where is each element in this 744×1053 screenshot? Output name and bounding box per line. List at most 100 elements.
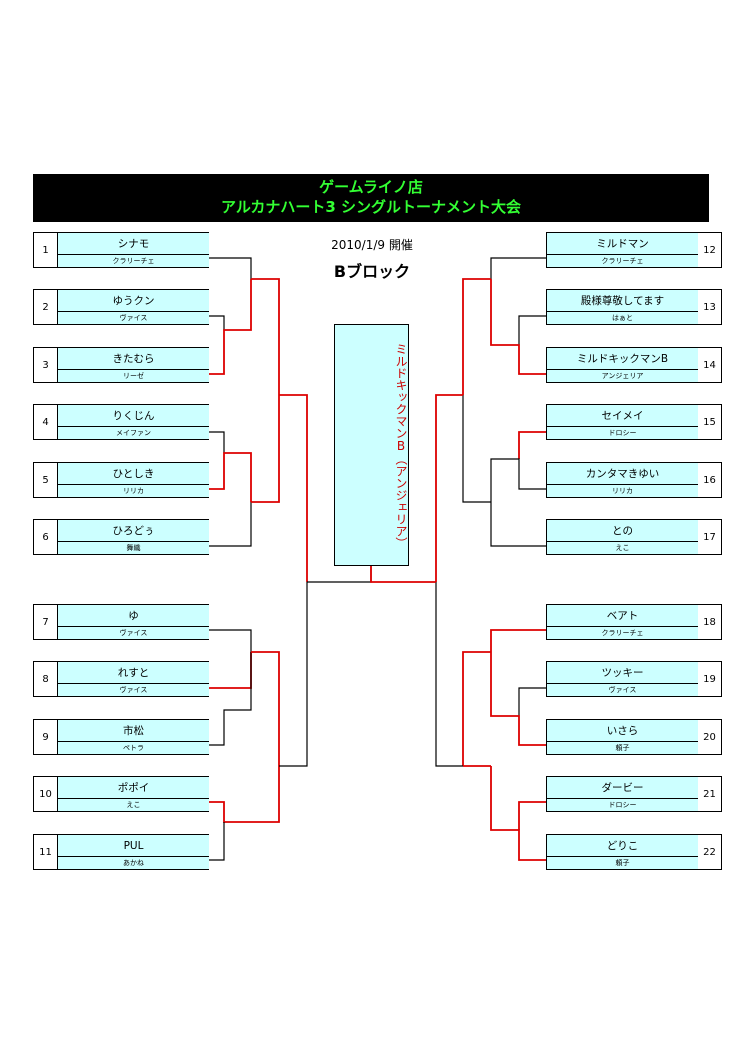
seed-number: 8 — [34, 662, 58, 696]
character-name: ヴァイス — [119, 629, 148, 637]
bracket-line — [490, 502, 546, 547]
champion-box: ミルドキックマンB（アンジェリア） — [334, 324, 409, 566]
bracket-line-winner — [518, 801, 546, 830]
bracket-line-winner — [490, 766, 546, 861]
seed-number: 15 — [697, 405, 721, 439]
seed-number: 3 — [34, 348, 58, 382]
character-name: えこ — [615, 544, 630, 552]
character-name: クラリーチェ — [112, 257, 155, 265]
player-name: ひろどぅ — [58, 521, 209, 542]
seed-number: 21 — [697, 777, 721, 811]
entry-cell: どりこ頼子 — [547, 835, 698, 869]
bracket-line — [197, 629, 252, 652]
bracket-line-winner — [435, 394, 463, 582]
bracket-line-winner — [518, 431, 546, 459]
character-name: クラリーチェ — [601, 629, 644, 637]
entry-cell: シナモクラリーチェ — [58, 233, 209, 267]
seed-number: 19 — [697, 662, 721, 696]
player-name: カンタマきゆい — [547, 464, 698, 485]
bracket-line-winner — [462, 278, 491, 395]
player-name: ゆ — [58, 606, 209, 627]
bracket-line-winner — [490, 652, 546, 746]
player-name: ダービー — [547, 778, 698, 799]
bracket-line-winner — [462, 651, 491, 766]
seed-number: 6 — [34, 520, 58, 554]
seed-number: 20 — [697, 720, 721, 754]
character-name: リリカ — [123, 487, 144, 495]
entry-cell: りくじんメイファン — [58, 405, 209, 439]
player-name: との — [547, 521, 698, 542]
bracket-line — [462, 395, 491, 503]
bracket-line — [490, 257, 546, 279]
player-name: れすと — [58, 663, 209, 684]
player-name: いさら — [547, 721, 698, 742]
bracket-line — [490, 458, 546, 502]
seed-number: 22 — [697, 835, 721, 869]
player-name: シナモ — [58, 234, 209, 255]
seed-number: 16 — [697, 463, 721, 497]
tournament-name: アルカナハート3 シングルトーナメント大会 — [220, 198, 522, 216]
seed-number: 18 — [697, 605, 721, 639]
character-name: ドロシー — [608, 801, 637, 809]
seed-number: 10 — [34, 777, 58, 811]
entry-cell: 殿様尊敬してますはぁと — [547, 290, 698, 324]
player-name: どりこ — [547, 836, 698, 857]
character-name: メイファン — [116, 429, 151, 437]
character-name: 頼子 — [615, 859, 630, 867]
character-name: 舞織 — [126, 544, 141, 552]
seed-number: 17 — [697, 520, 721, 554]
seed-number: 14 — [697, 348, 721, 382]
entry-cell: ゆうクンヴァイス — [58, 290, 209, 324]
bracket-line-winner — [490, 279, 546, 375]
character-name: リーゼ — [123, 372, 144, 380]
character-name: ドロシー — [608, 429, 637, 437]
bracket-line-winner — [279, 394, 308, 582]
character-name: ヴァイス — [119, 314, 148, 322]
entry-cell: ミルドマンクラリーチェ — [547, 233, 698, 267]
seed-number: 13 — [697, 290, 721, 324]
bracket-line-winner — [197, 452, 252, 502]
seed-number: 7 — [34, 605, 58, 639]
bracket-line — [279, 582, 308, 767]
entry-cell: とのえこ — [547, 520, 698, 554]
character-name: ペトラ — [123, 744, 144, 752]
bracket-line-winner — [251, 651, 280, 766]
entry-cell: ダービードロシー — [547, 777, 698, 811]
character-name: ヴァイス — [119, 686, 148, 694]
entry-cell: いさら頼子 — [547, 720, 698, 754]
player-name: ひとしき — [58, 464, 209, 485]
character-name: アンジェリア — [601, 372, 644, 380]
seed-number: 9 — [34, 720, 58, 754]
character-name: えこ — [126, 801, 141, 809]
bracket-line-winner — [197, 279, 252, 375]
seed-number: 12 — [697, 233, 721, 267]
bracket-line — [197, 257, 252, 279]
seed-number: 11 — [34, 835, 58, 869]
bracket-line-winner — [197, 766, 280, 823]
bracket-line-winner — [490, 629, 546, 652]
entry-cell: ベアトクラリーチェ — [547, 605, 698, 639]
entry-cell: れすとヴァイス — [58, 662, 209, 696]
entry-cell: ひとしきリリカ — [58, 463, 209, 497]
entry-cell: きたむらリーゼ — [58, 348, 209, 382]
entry-cell: 市松ペトラ — [58, 720, 209, 754]
bracket-line-winner — [251, 395, 280, 503]
